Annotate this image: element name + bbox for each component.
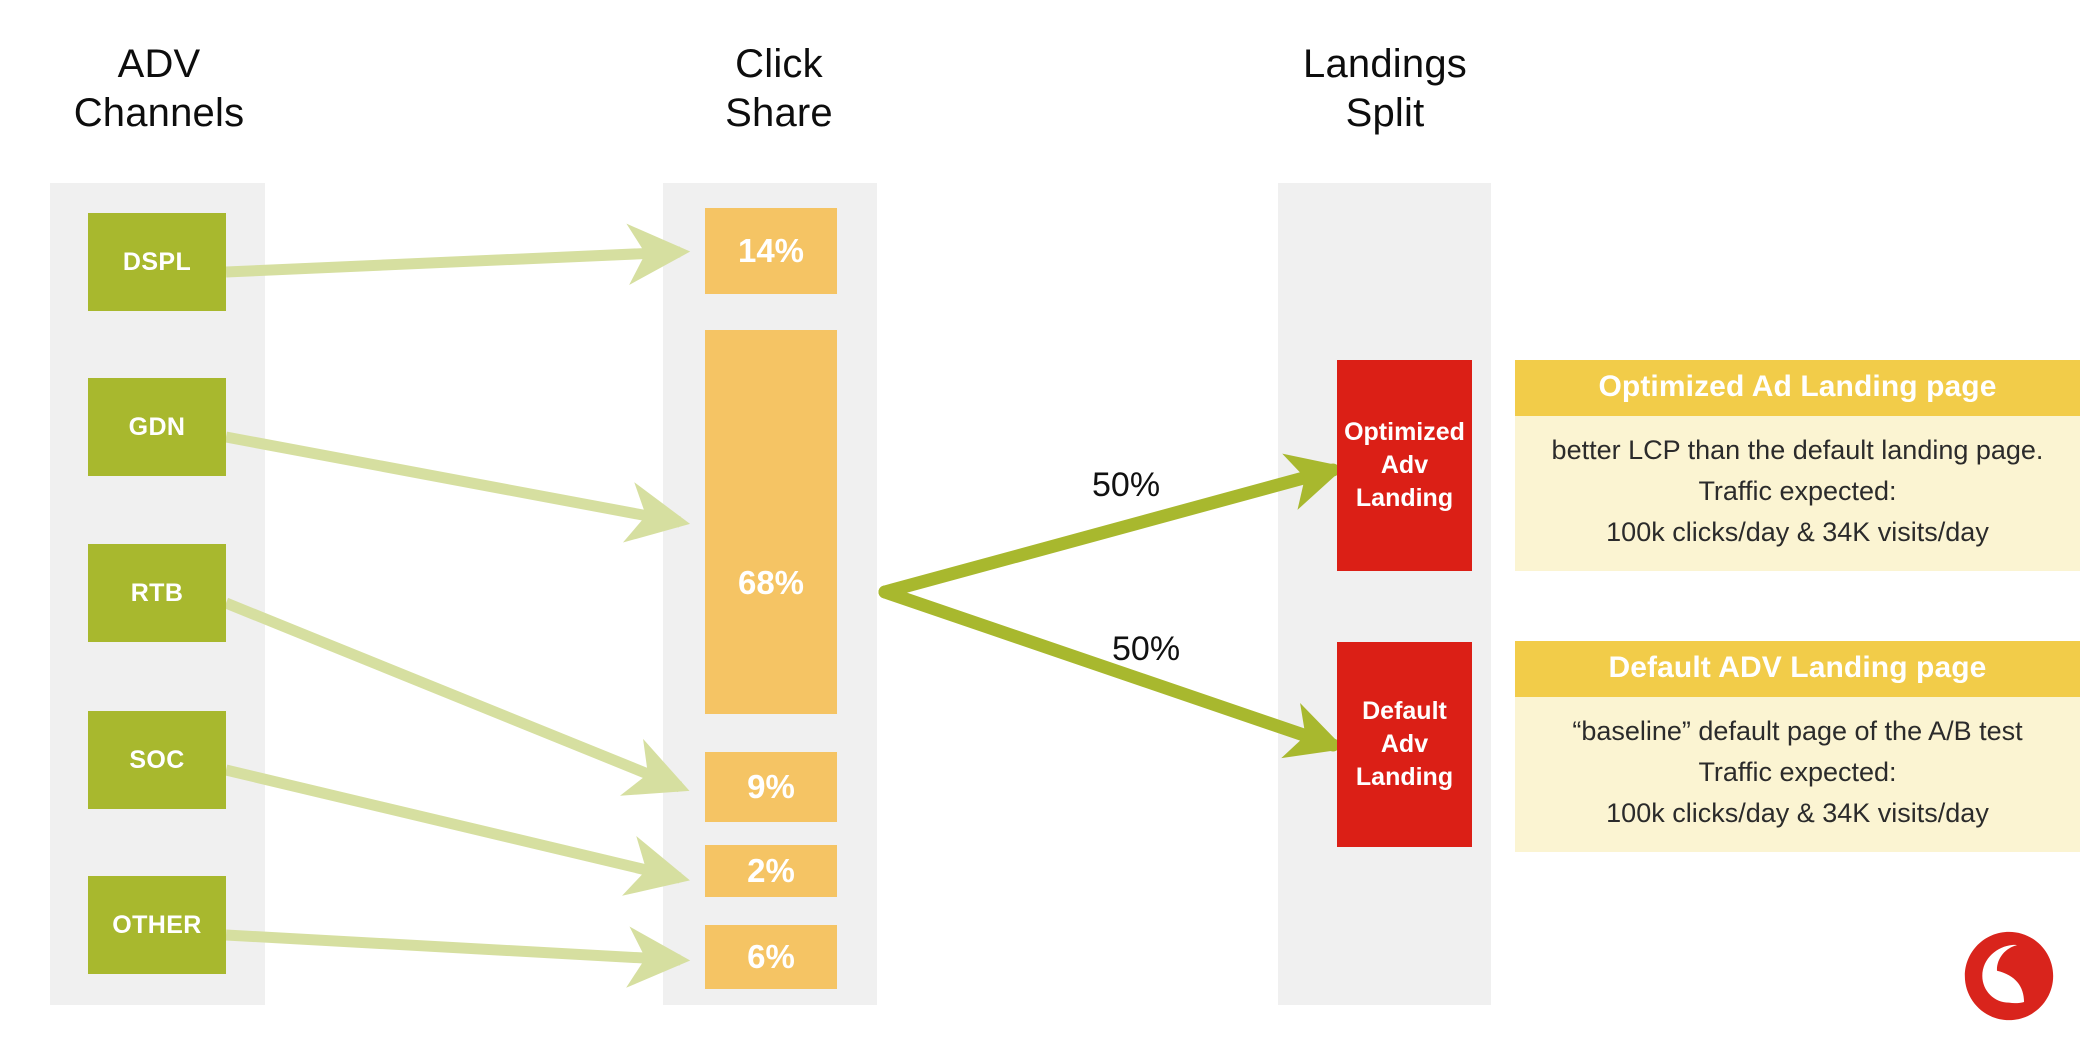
channel-label: GDN [128, 412, 186, 441]
landing-box-optimized[interactable]: Optimized Adv Landing [1337, 360, 1472, 571]
share-bar-label: 14% [737, 232, 805, 269]
landing-box-label: Default Adv Landing [1355, 697, 1454, 791]
channel-box-soc[interactable]: SOC [88, 711, 226, 809]
column-header-click-share: Click Share [725, 42, 833, 135]
share-bar-68[interactable]: 68% [705, 330, 837, 714]
info-card-body: “baseline” default page of the A/B test … [1572, 716, 2023, 829]
channel-label: RTB [130, 578, 184, 607]
channel-box-other[interactable]: OTHER [88, 876, 226, 974]
vodafone-logo [1963, 930, 2055, 1022]
column-header-landings-split: Landings Split [1303, 42, 1467, 135]
channel-label: OTHER [112, 910, 202, 939]
channel-box-gdn[interactable]: GDN [88, 378, 226, 476]
share-bar-label: 68% [737, 564, 805, 601]
info-card-body: better LCP than the default landing page… [1551, 435, 2044, 548]
share-bar-label: 9% [747, 768, 795, 805]
channel-label: SOC [129, 745, 185, 774]
split-label-optimized: 50% [1092, 466, 1161, 504]
info-card-default[interactable]: Default ADV Landing page “baseline” defa… [1515, 641, 2080, 853]
landing-box-label: Optimized Adv Landing [1344, 418, 1465, 512]
share-bar-label: 6% [747, 938, 795, 975]
channel-box-dspl[interactable]: DSPL [88, 213, 226, 311]
share-bar-label: 2% [747, 852, 795, 889]
landing-box-default[interactable]: Default Adv Landing [1337, 642, 1472, 847]
share-bar-6[interactable]: 6% [705, 925, 837, 989]
info-card-title: Optimized Ad Landing page [1515, 360, 2080, 416]
split-label-default: 50% [1112, 630, 1181, 668]
channel-box-rtb[interactable]: RTB [88, 544, 226, 642]
info-card-optimized[interactable]: Optimized Ad Landing page better LCP tha… [1515, 360, 2080, 572]
vodafone-speechmark-icon [1964, 931, 2054, 1021]
landings-split-track [1278, 183, 1491, 1005]
column-header-adv-channels: ADV Channels [73, 42, 245, 135]
share-bar-14[interactable]: 14% [705, 208, 837, 294]
channel-label: DSPL [122, 247, 192, 276]
share-bar-2[interactable]: 2% [705, 845, 837, 897]
info-card-title: Default ADV Landing page [1515, 641, 2080, 697]
share-bar-9[interactable]: 9% [705, 752, 837, 822]
